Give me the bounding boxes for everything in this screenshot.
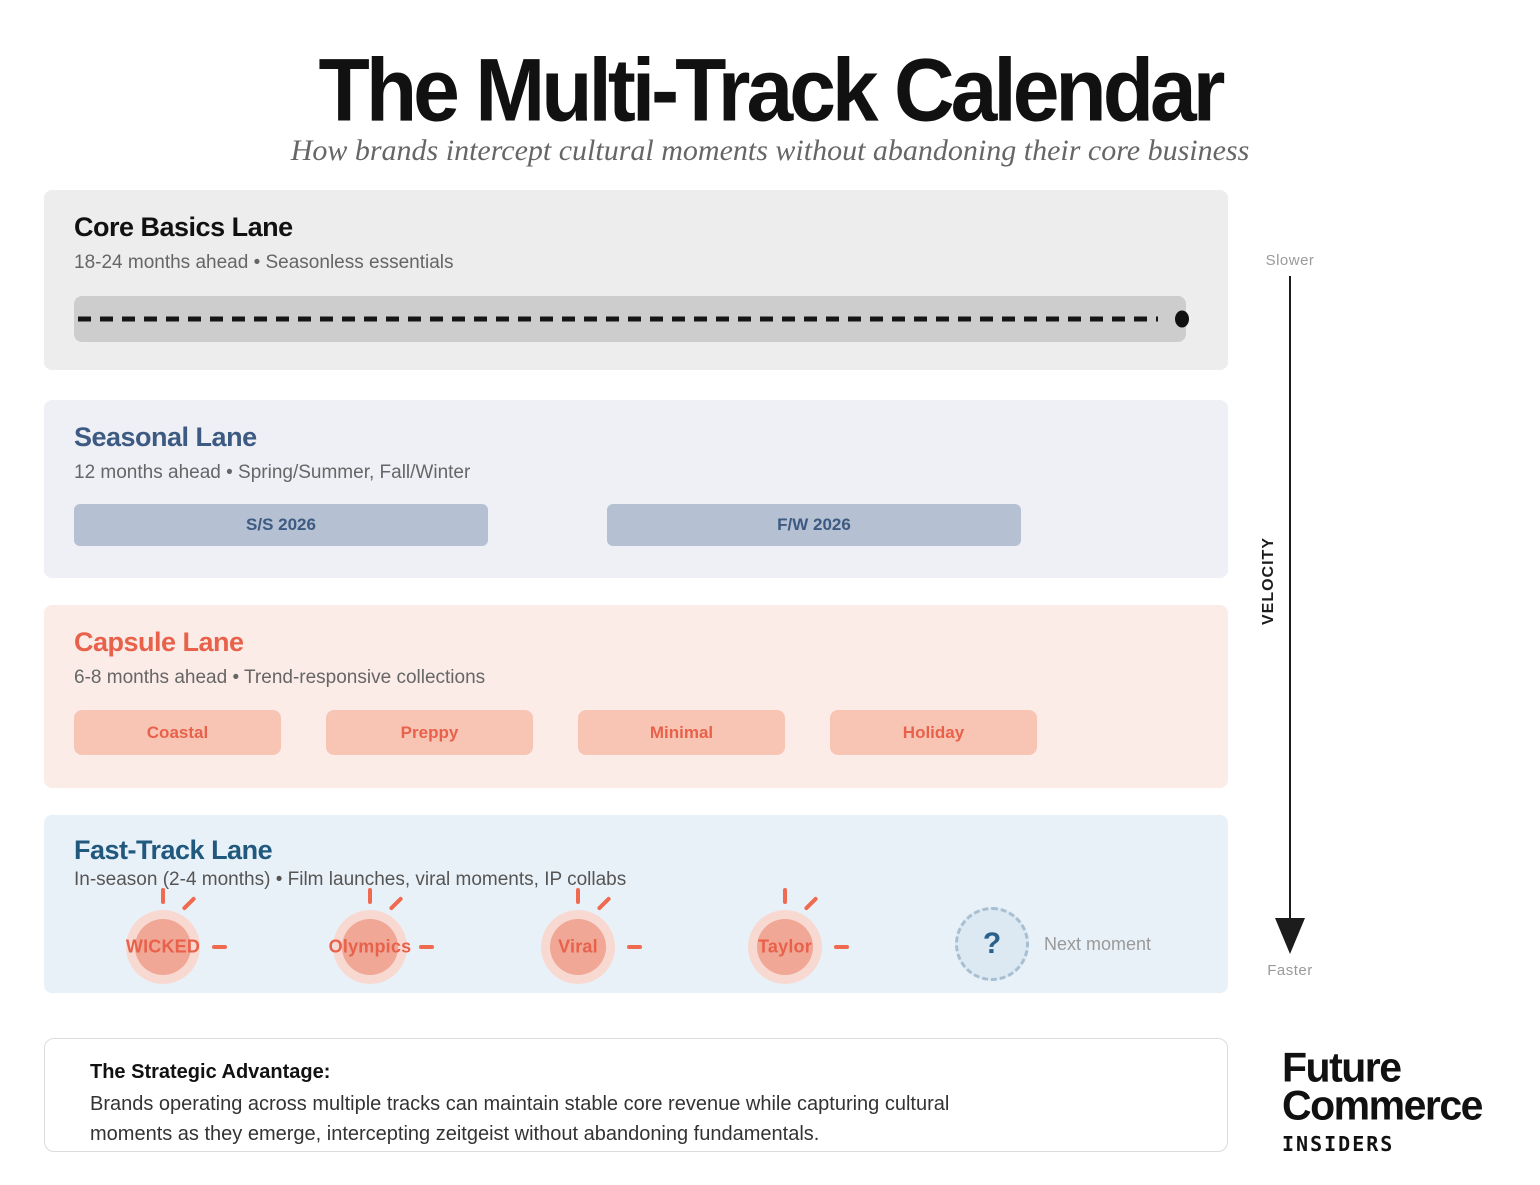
velocity-arrow-line: [1289, 276, 1291, 918]
advantage-body: Brands operating across multiple tracks …: [90, 1093, 950, 1145]
fast-lane-subtitle: In-season (2-4 months) • Film launches, …: [74, 869, 627, 890]
season-bar-fw2026: F/W 2026: [607, 504, 1021, 546]
burst-core: [550, 919, 606, 975]
advantage-title: The Strategic Advantage:: [90, 1061, 331, 1083]
logo-insiders: INSIDERS: [1282, 1132, 1395, 1156]
seasonal-lane: Seasonal Lane 12 months ahead • Spring/S…: [44, 400, 1228, 578]
core-basics-lane: Core Basics Lane 18-24 months ahead • Se…: [44, 190, 1228, 370]
capsule-lane: Capsule Lane 6-8 months ahead • Trend-re…: [44, 605, 1228, 788]
velocity-faster-label: Faster: [1267, 962, 1313, 979]
burst-tick-icon: [161, 888, 165, 904]
velocity-axis-label: VELOCITY: [1260, 537, 1277, 626]
moment-burst-viral: Viral: [541, 888, 642, 984]
moment-label: Viral: [558, 936, 598, 957]
page-title: The Multi-Track Calendar: [318, 40, 1226, 140]
core-lane-title: Core Basics Lane: [74, 212, 293, 242]
capsule-bar-preppy: Preppy: [326, 710, 533, 755]
capsule-bar-coastal: Coastal: [74, 710, 281, 755]
burst-core: [135, 919, 191, 975]
velocity-arrowhead-icon: [1275, 918, 1305, 954]
page-subtitle: How brands intercept cultural moments wi…: [290, 134, 1250, 167]
moment-label: Olympics: [328, 936, 412, 957]
burst-tick-icon: [368, 888, 372, 904]
burst-tick-icon: [834, 945, 849, 949]
burst-tick-icon: [627, 945, 642, 949]
core-timeline-bar: [74, 296, 1189, 342]
core-endpoint-dot: [1175, 310, 1189, 328]
moment-burst-wicked: WICKED: [126, 888, 227, 984]
burst-tick-icon: [388, 896, 404, 911]
seasonal-lane-subtitle: 12 months ahead • Spring/Summer, Fall/Wi…: [74, 462, 471, 483]
fast-lane-title: Fast-Track Lane: [74, 835, 273, 865]
next-moment-label: Next moment: [1044, 934, 1152, 954]
strategic-advantage-box: The Strategic Advantage: Brands operatin…: [44, 1038, 1228, 1152]
burst-tick-icon: [212, 945, 227, 949]
burst-tick-icon: [783, 888, 787, 904]
logo-word-future: Future: [1282, 1043, 1402, 1091]
capsule-bar-minimal: Minimal: [578, 710, 785, 755]
moment-burst-taylor: Taylor: [748, 888, 849, 984]
burst-tick-icon: [596, 896, 612, 911]
burst-tick-icon: [419, 945, 434, 949]
core-lane-subtitle: 18-24 months ahead • Seasonless essentia…: [74, 252, 454, 273]
moment-burst-olympics: Olympics: [329, 888, 434, 984]
moment-label: WICKED: [125, 936, 201, 957]
burst-core: [342, 919, 398, 975]
capsule-lane-title: Capsule Lane: [74, 627, 244, 657]
burst-tick-icon: [576, 888, 580, 904]
burst-tick-icon: [803, 896, 819, 911]
velocity-slower-label: Slower: [1265, 252, 1315, 269]
season-bar-ss2026: S/S 2026: [74, 504, 488, 546]
core-dashed-line: [78, 316, 1158, 322]
future-commerce-logo: Future Commerce INSIDERS: [1282, 1043, 1483, 1156]
logo-word-commerce: Commerce: [1282, 1081, 1483, 1129]
capsule-bar-holiday: Holiday: [830, 710, 1037, 755]
seasonal-lane-title: Seasonal Lane: [74, 422, 257, 452]
next-moment-circle: ?: [955, 907, 1029, 981]
burst-core: [757, 919, 813, 975]
question-mark-icon: ?: [982, 927, 1002, 960]
fast-track-lane: Fast-Track Lane In-season (2-4 months) •…: [44, 815, 1228, 993]
moment-label: Taylor: [758, 936, 812, 957]
burst-tick-icon: [181, 896, 197, 911]
capsule-lane-subtitle: 6-8 months ahead • Trend-responsive coll…: [74, 667, 486, 688]
